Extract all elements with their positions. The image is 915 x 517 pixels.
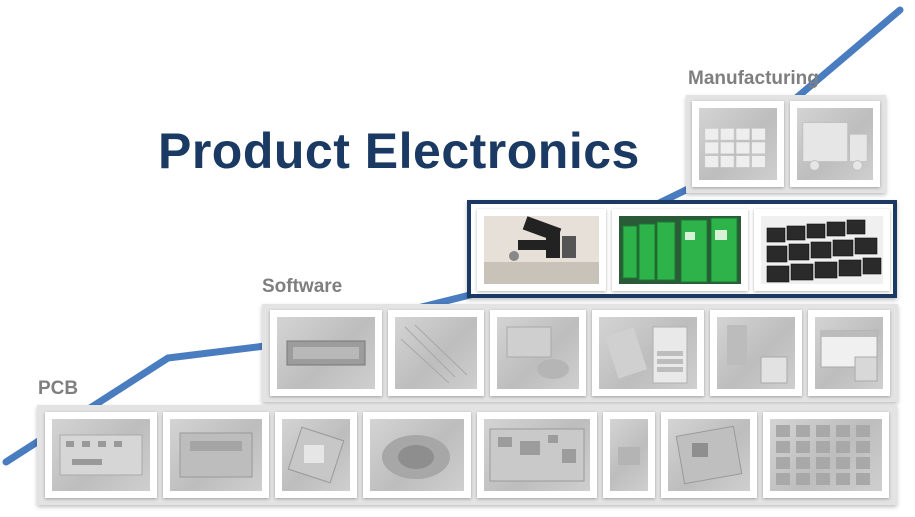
motor-assembly-image bbox=[370, 419, 464, 491]
photo-tile-pcb-module bbox=[275, 412, 357, 498]
monitor-ui-image bbox=[815, 317, 883, 389]
photo-tile-phone-device bbox=[710, 310, 802, 396]
photo-tile-circuit-closeup bbox=[388, 310, 484, 396]
tier-label-manufacturing: Manufacturing bbox=[688, 68, 819, 89]
photo-tile-robot-arm bbox=[477, 209, 606, 291]
phone-device-image bbox=[717, 317, 795, 389]
small-component-image bbox=[610, 419, 648, 491]
photo-tile-warehouse-shelves bbox=[692, 101, 784, 187]
photo-tile-black-modules bbox=[754, 209, 890, 291]
software-tier bbox=[262, 304, 898, 402]
truck-image bbox=[797, 108, 873, 180]
photo-tile-motor-assembly bbox=[363, 412, 471, 498]
controller-board-image bbox=[668, 419, 750, 491]
photo-tile-truck bbox=[790, 101, 880, 187]
tier-label-pcb: PCB bbox=[38, 378, 79, 399]
photo-tile-pcb-board-2 bbox=[163, 412, 269, 498]
green-kiosks-image bbox=[619, 216, 741, 284]
photo-tile-laptop-hand bbox=[490, 310, 586, 396]
photo-tile-pcb-board-3 bbox=[477, 412, 597, 498]
lcd-display-image bbox=[277, 317, 375, 389]
photo-tile-lcd-display bbox=[270, 310, 382, 396]
black-modules-image bbox=[761, 216, 883, 284]
photo-tile-green-kiosks bbox=[612, 209, 748, 291]
photo-tile-tablet-app bbox=[592, 310, 704, 396]
tablet-app-image bbox=[599, 317, 697, 389]
photo-tile-monitor-ui bbox=[808, 310, 890, 396]
manufacturing-tier bbox=[686, 95, 886, 193]
circuit-closeup-image bbox=[395, 317, 477, 389]
tier-label-software: Software bbox=[262, 276, 343, 297]
highlighted-tier bbox=[467, 200, 897, 298]
component-array-image bbox=[770, 419, 882, 491]
photo-tile-controller-board bbox=[661, 412, 757, 498]
photo-tile-component-array bbox=[763, 412, 889, 498]
pcb-board-1-image bbox=[52, 419, 150, 491]
warehouse-shelves-image bbox=[699, 108, 777, 180]
pcb-module-image bbox=[282, 419, 350, 491]
pcb-board-2-image bbox=[170, 419, 262, 491]
pcb-board-3-image bbox=[484, 419, 590, 491]
robot-arm-image bbox=[484, 216, 599, 284]
photo-tile-small-component bbox=[603, 412, 655, 498]
photo-tile-pcb-board-1 bbox=[45, 412, 157, 498]
pcb-tier bbox=[37, 405, 897, 505]
page-title: Product Electronics bbox=[158, 123, 640, 179]
laptop-hand-image bbox=[497, 317, 579, 389]
